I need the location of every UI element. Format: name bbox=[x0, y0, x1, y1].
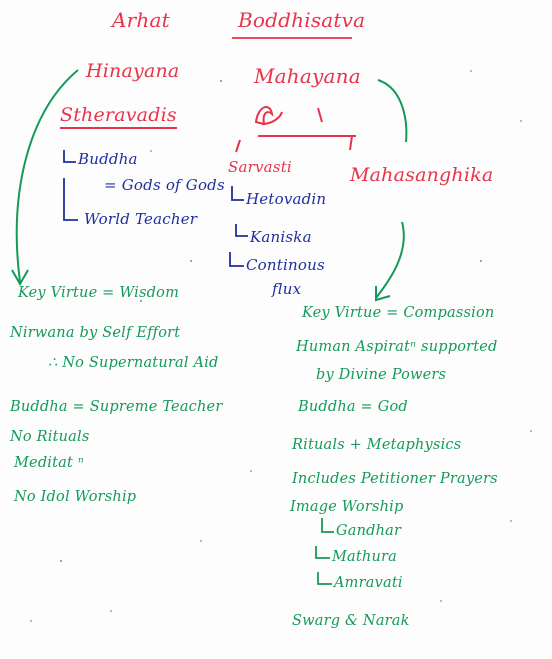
blue-connector-continous bbox=[229, 252, 244, 267]
red-branch-right bbox=[349, 135, 353, 151]
background-speck bbox=[470, 70, 472, 72]
background-speck bbox=[140, 300, 142, 302]
background-speck bbox=[150, 150, 152, 152]
background-speck bbox=[250, 470, 252, 472]
background-speck bbox=[530, 430, 532, 432]
school-sarvasti: Sarvasti bbox=[228, 158, 292, 176]
school-stheravadis: Stheravadis bbox=[60, 106, 177, 129]
red-tick bbox=[317, 107, 323, 123]
background-speck bbox=[520, 120, 522, 122]
blue-connector-hetovadin bbox=[231, 186, 244, 201]
label-continous: Continous bbox=[246, 256, 325, 274]
background-speck bbox=[480, 260, 482, 262]
mahayana-feature-human-aspiration: Human Aspiratⁿ supported bbox=[296, 339, 498, 355]
arrow-mahasanghika-to-features bbox=[375, 221, 405, 299]
green-connector-amravati bbox=[317, 572, 332, 585]
background-speck bbox=[510, 520, 512, 522]
mahayana-feature-buddha-god: Buddha = God bbox=[298, 399, 408, 415]
label-buddha: Buddha bbox=[78, 150, 138, 168]
hinayana-feature-no-supernatural: ∴ No Supernatural Aid bbox=[48, 355, 219, 371]
background-speck bbox=[200, 540, 202, 542]
label-world-teacher: World Teacher bbox=[84, 210, 198, 228]
hinayana-feature-no-idol-worship: No Idol Worship bbox=[14, 489, 137, 505]
background-speck bbox=[190, 260, 192, 262]
arrow-mahayana-to-mahasanghika bbox=[377, 79, 408, 143]
lotus-icon bbox=[254, 106, 283, 126]
mahayana-feature-image-worship: Image Worship bbox=[290, 499, 404, 515]
background-speck bbox=[60, 560, 62, 562]
green-connector-mathura bbox=[315, 546, 330, 559]
mahayana-feature-key-virtue: Key Virtue = Compassion bbox=[302, 305, 495, 321]
hinayana-feature-nirwana: Nirwana by Self Effort bbox=[10, 325, 181, 341]
image-school-amravati: Amravati bbox=[334, 575, 403, 591]
blue-connector-kaniska bbox=[235, 224, 248, 237]
image-school-gandhar: Gandhar bbox=[336, 523, 402, 539]
blue-connector-buddha bbox=[63, 150, 76, 163]
hinayana-feature-key-virtue: Key Virtue = Wisdom bbox=[18, 285, 180, 301]
heading-bodhisattva: Boddhisatva bbox=[238, 8, 366, 32]
arrowhead-mahasanghika bbox=[375, 286, 391, 302]
school-mahasanghika: Mahasanghika bbox=[350, 164, 494, 186]
mahayana-feature-rituals: Rituals + Metaphysics bbox=[292, 437, 462, 453]
background-speck bbox=[220, 80, 222, 82]
label-gods-of-gods: = Gods of Gods bbox=[104, 176, 225, 194]
heading-arhat: Arhat bbox=[112, 8, 170, 32]
red-branch-left bbox=[235, 139, 241, 153]
green-connector-gandhar bbox=[321, 518, 334, 533]
image-school-mathura: Mathura bbox=[332, 549, 397, 565]
blue-connector-world-teacher bbox=[63, 178, 78, 221]
mahayana-feature-swarg-narak: Swarg & Narak bbox=[292, 613, 410, 629]
arrowhead-hinayana bbox=[11, 269, 29, 287]
mahayana-feature-petitioner-prayers: Includes Petitioner Prayers bbox=[292, 471, 498, 487]
title-hinayana: Hinayana bbox=[86, 60, 180, 82]
title-mahayana: Mahayana bbox=[254, 64, 361, 88]
hinayana-feature-meditation: Meditat ⁿ bbox=[14, 455, 84, 471]
background-speck bbox=[110, 610, 112, 612]
hinayana-feature-no-rituals: No Rituals bbox=[10, 429, 90, 445]
arrow-hinayana-to-features bbox=[15, 69, 79, 283]
background-speck bbox=[30, 620, 32, 622]
hinayana-feature-supreme-teacher: Buddha = Supreme Teacher bbox=[10, 399, 223, 415]
label-hetovadin: Hetovadin bbox=[246, 190, 327, 208]
background-speck bbox=[440, 600, 442, 602]
mahayana-feature-divine-powers: by Divine Powers bbox=[316, 367, 447, 383]
label-flux: flux bbox=[272, 280, 302, 298]
label-kaniska: Kaniska bbox=[250, 228, 312, 246]
